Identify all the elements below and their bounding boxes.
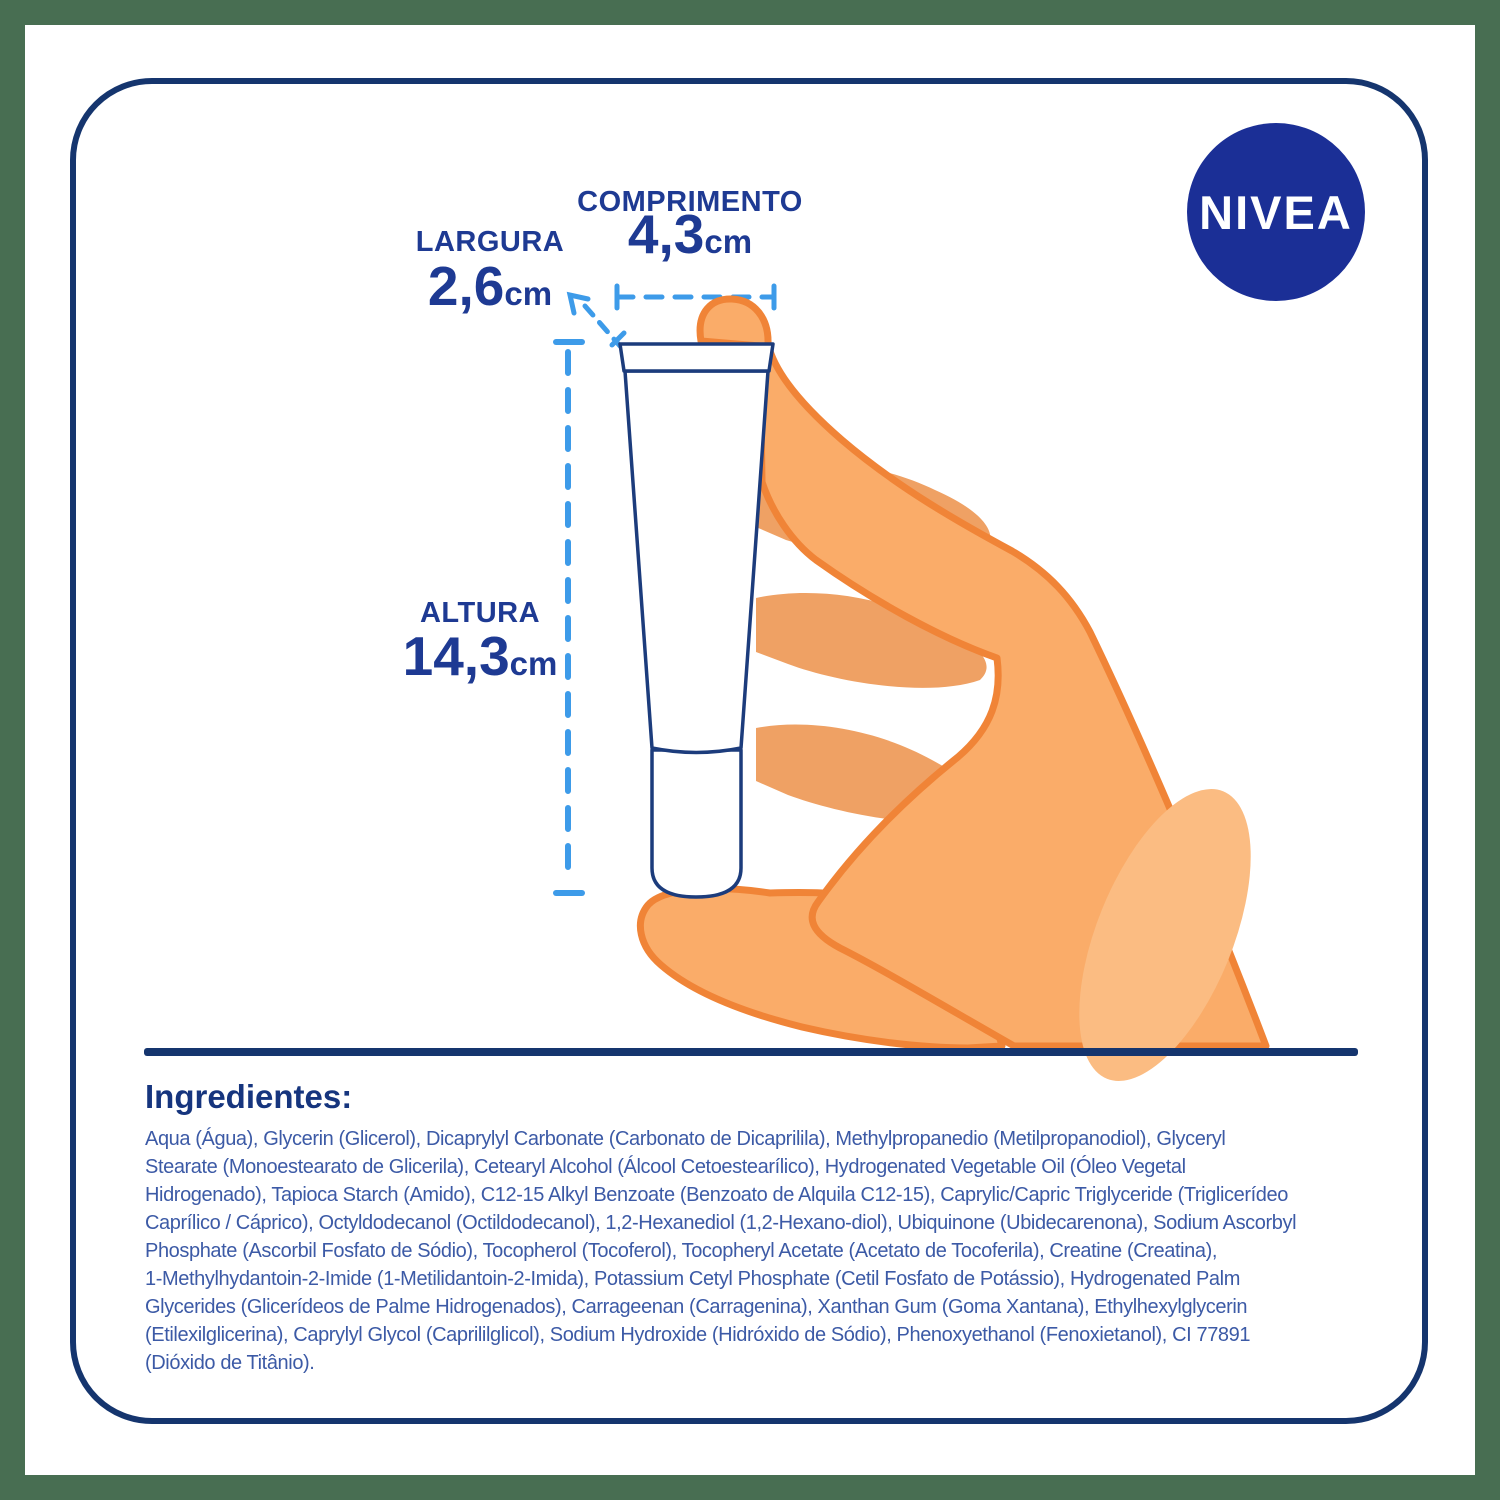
ingredients-line: (Etilexilglicerina), Caprylyl Glycol (Ca… [145,1324,1251,1346]
comprimento-value: 4,3cm [540,206,840,277]
comprimento-dimension-line [614,283,777,311]
comprimento-unit: cm [704,223,753,260]
nivea-logo: NIVEA [1187,123,1365,301]
nivea-logo-text: NIVEA [1199,185,1353,239]
comprimento-number: 4,3 [627,203,705,265]
tube-cap [650,748,743,899]
ingredients-line: Phosphate (Ascorbil Fosfato de Sódio), T… [145,1240,1218,1262]
largura-number: 2,6 [427,255,505,317]
product-tube-illustration [618,342,775,899]
hand-palm [696,295,1270,1050]
divider-line [144,1048,1358,1056]
largura-label: LARGURA [415,226,565,258]
ingredients-line: (Dióxido de Titânio). [145,1352,315,1374]
altura-dimension-line [553,339,585,896]
ingredients-section: Ingredientes: Aqua (Água), Glycerin (Gli… [145,1078,1365,1377]
ingredients-line: Aqua (Água), Glycerin (Glicerol), Dicapr… [145,1128,1226,1150]
altura-unit: cm [509,645,558,682]
hand-illustration [636,295,1270,1081]
ingredients-line: Glycerides (Glicerídeos de Palme Hidroge… [145,1296,1248,1318]
comprimento-label: COMPRIMENTO [577,186,803,218]
ingredients-line: Stearate (Monoestearato de Glicerila), C… [145,1156,1186,1178]
altura-value: 14,3cm [370,628,590,699]
largura-dimension-line [566,291,627,349]
altura-number: 14,3 [402,625,510,687]
hand-highlight [1079,789,1251,1081]
largura-value: 2,6cm [380,258,600,329]
ingredients-heading: Ingredientes: [145,1078,353,1115]
largura-unit: cm [504,275,553,312]
ingredients-line: Caprílico / Cáprico), Octyldodecanol (Oc… [145,1212,1297,1234]
tube-crimp-end [618,342,775,373]
altura-label: ALTURA [419,597,541,629]
ingredients-list: Aqua (Água), Glycerin (Glicerol), Dicapr… [145,1125,1365,1377]
tube-body [623,369,770,755]
ingredients-line: 1-Methylhydantoin-2-Imide (1-Metilidanto… [145,1268,1240,1290]
ingredients-line: Hidrogenado), Tapioca Starch (Amido), C1… [145,1184,1288,1206]
